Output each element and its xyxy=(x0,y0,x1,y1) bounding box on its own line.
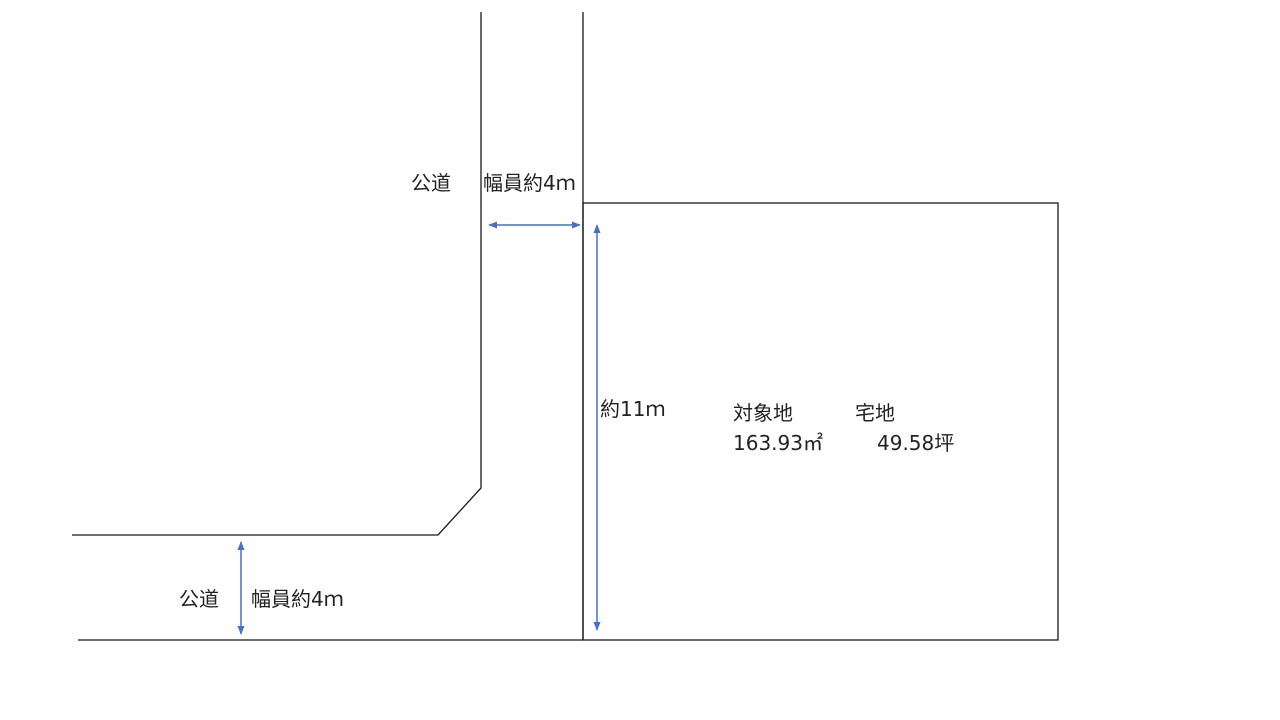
area-tsubo-label: 49.58坪 xyxy=(877,431,955,455)
road-edge-left xyxy=(72,12,482,536)
subject-lot xyxy=(582,202,1059,641)
bottom-road-label: 公道 xyxy=(179,587,219,611)
depth-label: 約11ｍ xyxy=(600,397,666,421)
bottom-road-width-label: 幅員約4ｍ xyxy=(251,587,344,611)
land-category-label: 宅地 xyxy=(855,401,895,425)
subject-land-label: 対象地 xyxy=(733,401,793,425)
top-road-width-label: 幅員約4ｍ xyxy=(483,171,576,195)
area-sqm-label: 163.93㎡ xyxy=(733,431,823,455)
top-road-label: 公道 xyxy=(411,171,451,195)
